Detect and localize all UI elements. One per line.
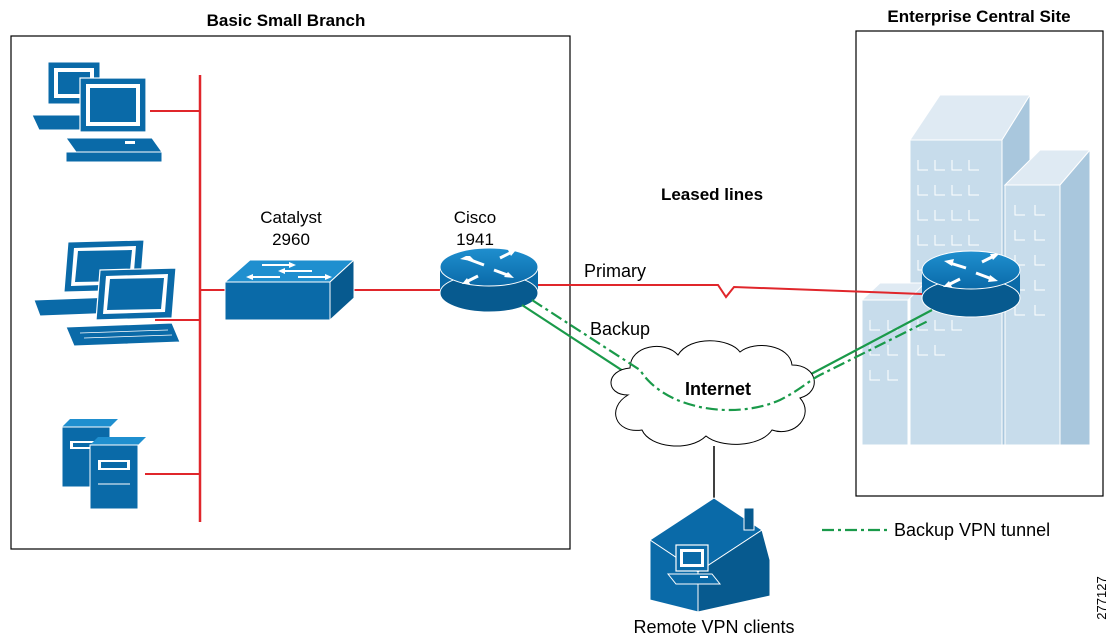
primary-leased-line — [538, 284, 923, 299]
legend-label-backup-vpn: Backup VPN tunnel — [894, 520, 1050, 540]
leased-lines-label: Leased lines — [661, 185, 763, 204]
branch-boundary — [10, 35, 571, 550]
central-site-boundary — [855, 30, 1104, 497]
server-icon — [61, 419, 146, 510]
backup-label: Backup — [590, 319, 650, 339]
central-site-title: Enterprise Central Site — [887, 7, 1070, 26]
internet-label: Internet — [685, 379, 751, 399]
switch-label-line2: 2960 — [272, 230, 310, 249]
desktop-computer-icon — [31, 61, 163, 163]
backup-link-central — [795, 309, 933, 383]
backup-link-branch — [521, 304, 641, 383]
cloud-icon — [610, 340, 815, 447]
router-label-line1: Cisco — [454, 208, 497, 227]
central-router-icon — [921, 250, 1021, 318]
branch-title: Basic Small Branch — [207, 11, 366, 30]
router-icon — [439, 247, 539, 313]
remote-vpn-clients-label: Remote VPN clients — [633, 617, 794, 637]
legend: Backup VPN tunnel — [822, 520, 1050, 540]
primary-label: Primary — [584, 261, 646, 281]
router-label-line2: 1941 — [456, 230, 494, 249]
switch-label-line1: Catalyst — [260, 208, 322, 227]
laptop-icon — [33, 239, 181, 347]
backup-vpn-tunnel — [531, 299, 931, 412]
house-icon — [649, 497, 771, 613]
switch-icon — [223, 258, 356, 322]
figure-id: 277127 — [1094, 576, 1109, 619]
